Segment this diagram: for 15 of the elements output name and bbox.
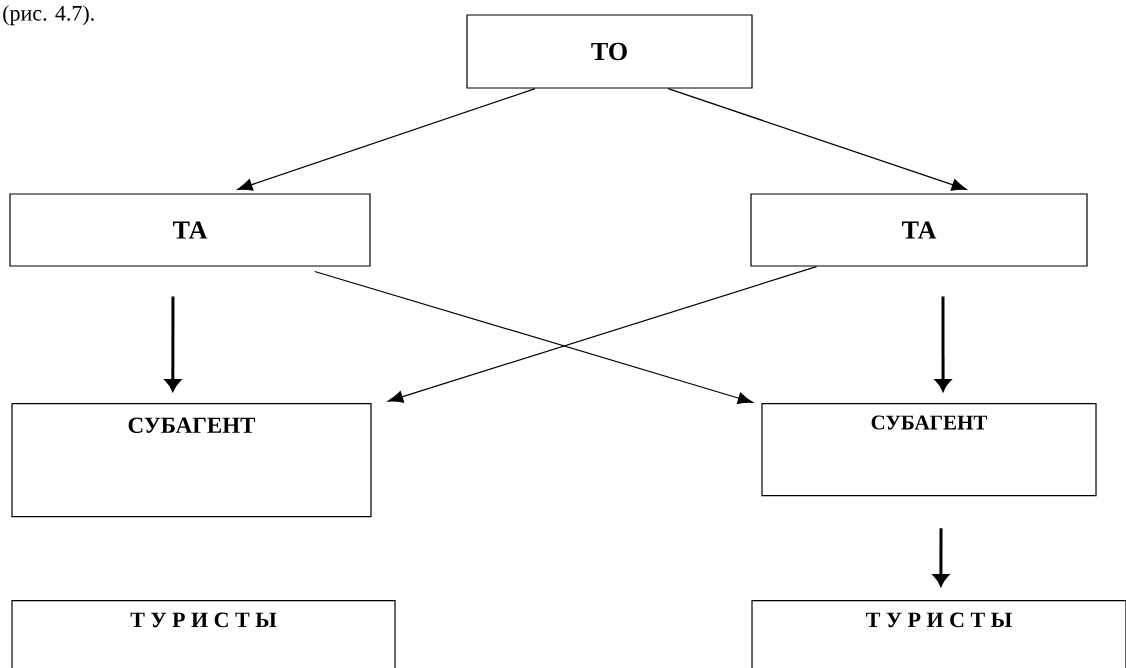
label-box: СУБАГЕНТ: [761, 403, 1097, 497]
arrow: [237, 88, 536, 191]
arrow: [314, 270, 753, 405]
label-box: Т У Р И С Т Ы: [11, 600, 396, 668]
arrow: [165, 296, 181, 392]
arrow: [933, 528, 949, 587]
label-box: ТА: [750, 193, 1088, 267]
label-box: СУБАГЕНТ: [11, 403, 372, 518]
label-box: ТА: [9, 193, 371, 267]
figure-reference: (рис. 4.7).: [3, 5, 94, 26]
arrow: [935, 296, 951, 392]
arrow: [387, 266, 818, 403]
arrow: [667, 88, 967, 191]
label-box: ТО: [466, 14, 753, 89]
label-box: Т У Р И С Т Ы: [751, 600, 1126, 668]
